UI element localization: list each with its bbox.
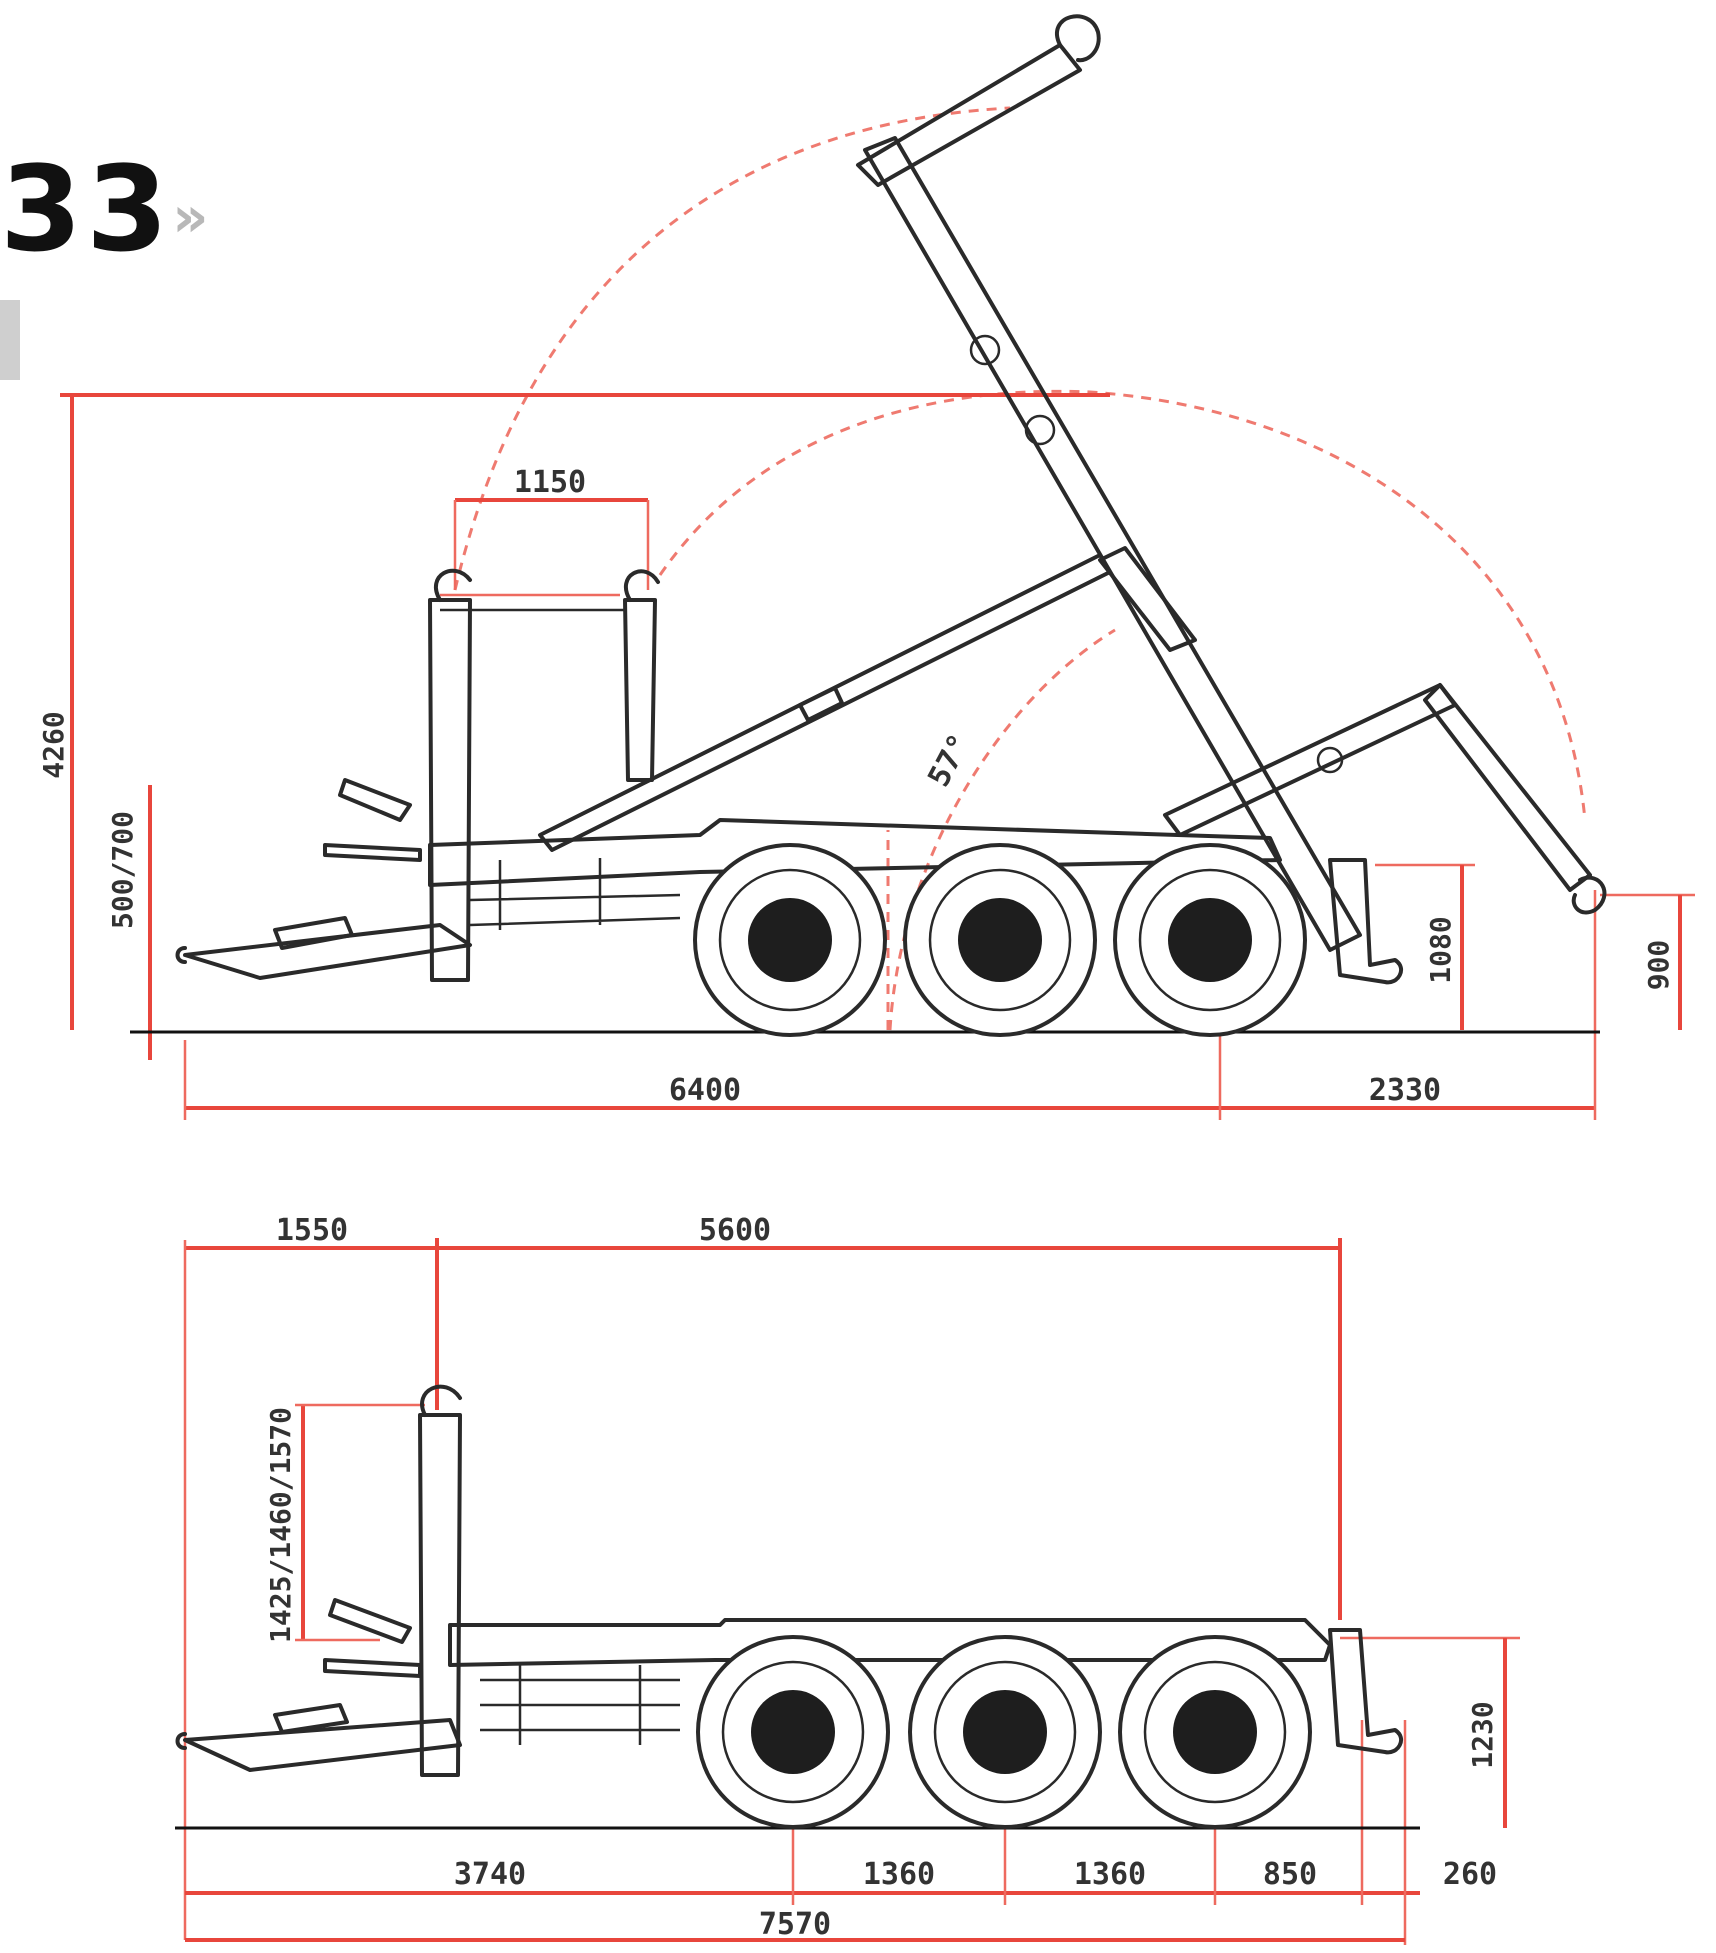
- rear-post: [623, 598, 657, 782]
- wheel-b1-hub: [751, 1690, 835, 1774]
- dim-hook-offset: 500/700: [106, 811, 139, 929]
- dim-axle-spacing-2: 1360: [1074, 1857, 1146, 1892]
- front-post: [428, 598, 472, 982]
- wheel-b3-hub: [1173, 1690, 1257, 1774]
- rear-tilt-hook: [1571, 875, 1607, 915]
- front-post-2-hook: [420, 1384, 462, 1417]
- dim-to-first-axle: 3740: [454, 1857, 526, 1892]
- dim-rear-overhang: 2330: [1369, 1073, 1441, 1108]
- model-number: 33: [0, 140, 173, 278]
- dim-overall-height: 4260: [37, 711, 70, 778]
- hook-swing-arc: [658, 389, 1587, 821]
- dim-platform-length: 5600: [699, 1213, 771, 1248]
- chassis-frame: [428, 818, 1282, 887]
- front-arm-upper: [338, 778, 412, 822]
- dim-hook-travel: 1150: [514, 465, 586, 500]
- wheel-3-rim: [1138, 868, 1282, 1012]
- dim-axle-spacing-1: 1360: [863, 1857, 935, 1892]
- side-view: 4260 500/700 1150 57° 1080 900 6400 2330: [37, 14, 1695, 1120]
- wheel-b1-rim: [721, 1660, 865, 1804]
- cylinder-barrel: [798, 686, 844, 722]
- bottom-wheels: [696, 1635, 1312, 1829]
- wheel-3-hub: [1168, 898, 1252, 982]
- side-wheels: [693, 843, 1307, 1037]
- front-arm-2-upper: [328, 1598, 412, 1644]
- title-accent-bar: [0, 300, 20, 380]
- dim-hook-end-height: 900: [1642, 940, 1675, 991]
- chassis-crossmembers: [469, 858, 681, 930]
- wheel-b3-rim: [1143, 1660, 1287, 1804]
- chassis-frame-2-detail: [480, 1665, 680, 1745]
- drawbar-eye-2: [175, 1732, 187, 1750]
- hook-arm-hook: [1055, 14, 1101, 63]
- front-post-hook: [433, 568, 472, 602]
- wheel-2-hub: [958, 898, 1042, 982]
- dim-rear-extension: 260: [1443, 1857, 1497, 1892]
- wheel-1-rim: [718, 868, 862, 1012]
- hook-arm: [863, 136, 1362, 952]
- chevron-icon: »: [172, 184, 209, 250]
- wheel-b2-rim: [933, 1660, 1077, 1804]
- hook-arm-pin-1: [969, 334, 1001, 366]
- tilt-arm-pin: [1316, 746, 1344, 774]
- drawbar: [183, 923, 472, 980]
- outer-reach-arc: [453, 106, 1011, 591]
- dim-front-to-rear-axle: 6400: [669, 1073, 741, 1108]
- dim-overall-length: 7570: [759, 1907, 831, 1942]
- front-step: [273, 916, 354, 950]
- front-arm-lower: [323, 843, 422, 862]
- page-title: 33»: [0, 150, 208, 268]
- front-arm-2-lower: [323, 1658, 422, 1678]
- angle-arc: [888, 628, 1116, 1031]
- dim-rear-hook-height: 1080: [1424, 916, 1457, 983]
- dim-rear-overhang-2: 850: [1263, 1857, 1317, 1892]
- rear-tilt-arm: [1163, 683, 1457, 837]
- rear-post-hook: [623, 569, 660, 602]
- wheel-2-rim: [928, 868, 1072, 1012]
- bottom-view: 1550 5600 1425/1460/1570 1230 3740 1360 …: [175, 1213, 1520, 1945]
- wheel-1-hub: [748, 898, 832, 982]
- hook-arm-top: [856, 43, 1082, 187]
- hook-arm-pin-2: [1024, 414, 1056, 446]
- hook-arm-ram: [1098, 546, 1197, 652]
- front-post-2: [418, 1413, 462, 1777]
- dim-frame-height: 1230: [1466, 1701, 1499, 1768]
- drawbar-eye: [175, 946, 187, 964]
- front-step-2: [273, 1703, 349, 1734]
- rear-tilt-arm-end: [1423, 683, 1592, 892]
- dim-hook-height-options: 1425/1460/1570: [264, 1407, 297, 1643]
- dim-front-length: 1550: [276, 1213, 348, 1248]
- wheel-b2-hub: [963, 1690, 1047, 1774]
- rear-bumper: [1328, 858, 1403, 985]
- rear-bumper-2: [1328, 1628, 1403, 1755]
